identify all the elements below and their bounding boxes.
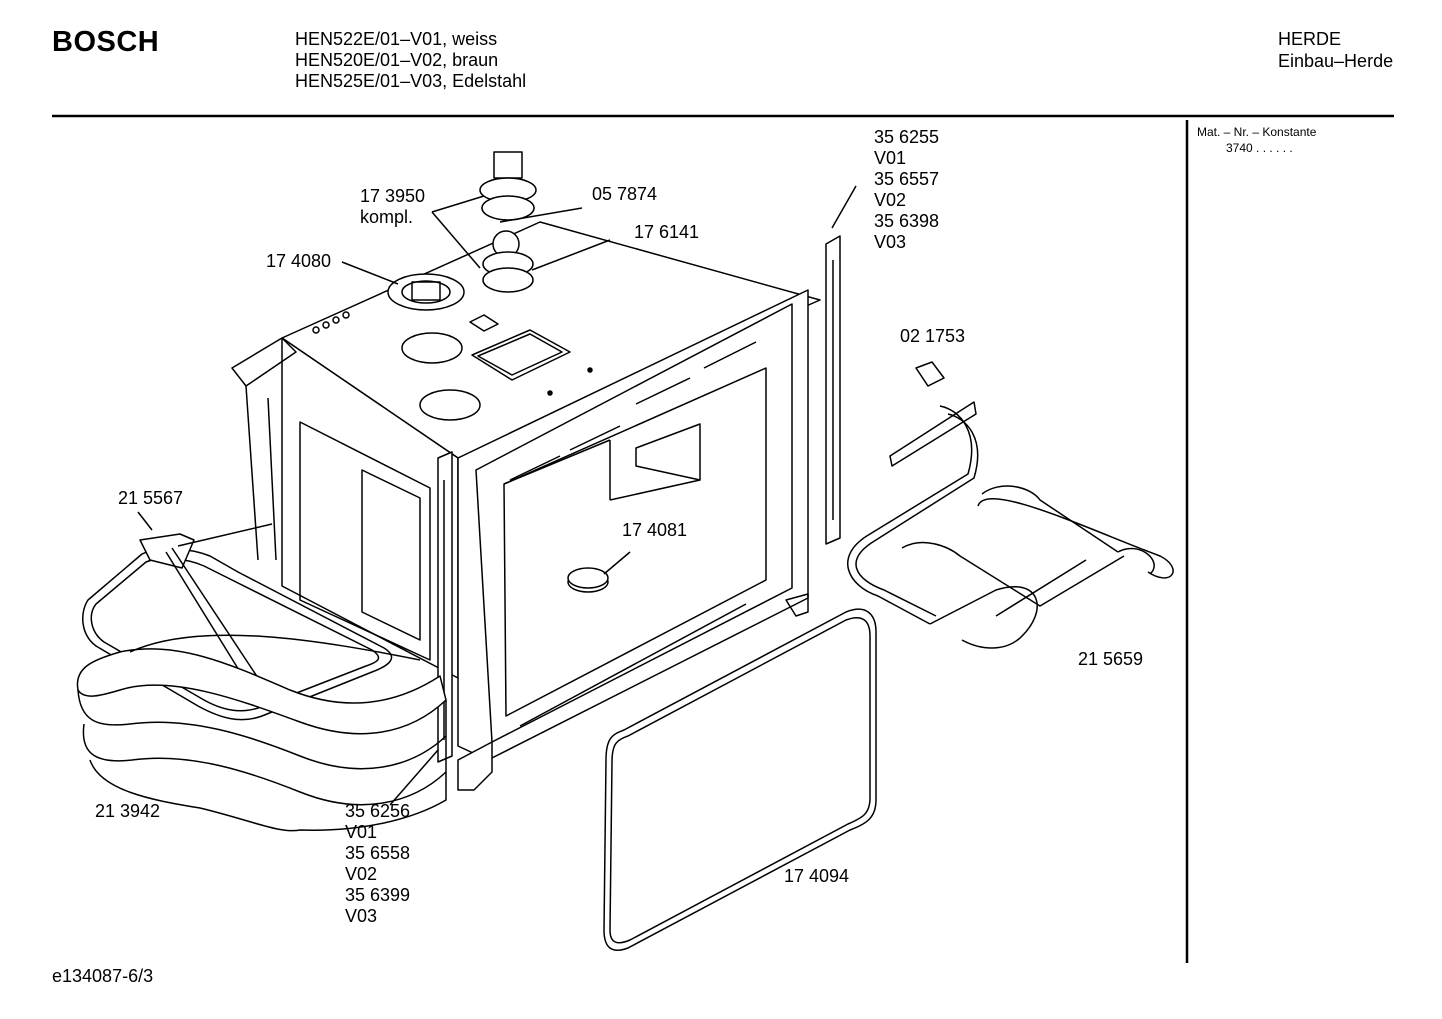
model-line-1: HEN522E/01–V01, weiss — [295, 29, 498, 49]
part-label-thermostat-kit: 17 3950 — [360, 186, 426, 206]
rail-right-part — [826, 186, 856, 544]
part-label-door-seal: 17 4094 — [784, 866, 850, 886]
clip-part — [916, 362, 944, 386]
bottom-heater-part — [83, 512, 392, 720]
part-label-insulation: 21 3942 — [95, 801, 161, 821]
part-label-rail-right-6: V03 — [874, 232, 907, 252]
model-line-2: HEN520E/01–V02, braun — [295, 50, 499, 70]
part-label-knob: 05 7874 — [592, 184, 658, 204]
category-label: HERDE — [1278, 29, 1342, 49]
part-label-rail-left-5: 35 6399 — [345, 885, 411, 905]
part-label-lamp-plate: 17 4080 — [266, 251, 332, 271]
part-label-rail-left-3: 35 6558 — [345, 843, 411, 863]
top-heater-part — [848, 402, 1173, 648]
drawing-id: e134087-6/3 — [52, 966, 154, 986]
brand-logo: BOSCH — [52, 26, 160, 58]
part-label-rail-right-1: 35 6255 — [874, 127, 940, 147]
part-label-thermostat-kit-note: kompl. — [360, 207, 414, 227]
part-label-rail-left-6: V03 — [345, 906, 378, 926]
part-label-bottom-heater: 21 5567 — [118, 488, 184, 508]
lamp-plate-part — [342, 262, 464, 310]
part-label-rail-left-4: V02 — [345, 864, 378, 884]
thermostat-assembly — [432, 152, 610, 292]
part-label-clip: 02 1753 — [900, 326, 966, 346]
part-label-rail-right-3: 35 6557 — [874, 169, 940, 189]
door-seal-part — [604, 609, 876, 950]
part-label-rail-right-2: V01 — [874, 148, 907, 168]
constant-label: Mat. – Nr. – Konstante — [1197, 125, 1317, 139]
oven-front-frame — [458, 290, 808, 790]
part-label-rail-right-4: V02 — [874, 190, 907, 210]
part-label-rail-right-5: 35 6398 — [874, 211, 940, 231]
constant-value: 3740 . . . . . . — [1226, 141, 1293, 155]
part-label-rail-left-2: V01 — [345, 822, 378, 842]
lamp-cover-part — [568, 552, 630, 592]
insulation-part — [77, 635, 446, 831]
part-label-lamp: 17 6141 — [634, 222, 700, 242]
part-label-lamp-cover: 17 4081 — [622, 520, 688, 540]
subcategory-label: Einbau–Herde — [1278, 51, 1394, 71]
part-label-rail-left-1: 35 6256 — [345, 801, 411, 821]
part-label-top-heater: 21 5659 — [1078, 649, 1144, 669]
model-line-3: HEN525E/01–V03, Edelstahl — [295, 71, 527, 91]
